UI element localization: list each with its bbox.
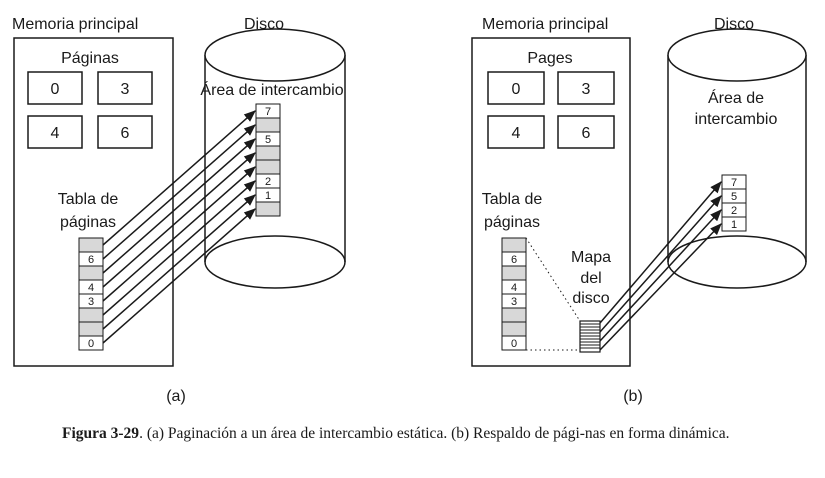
panel-sublabel: (a) xyxy=(166,388,186,405)
swap-arrows xyxy=(102,110,256,344)
page-frame xyxy=(557,71,615,105)
arrow xyxy=(599,223,722,351)
swap-arrows xyxy=(599,181,722,351)
swap-slot xyxy=(721,216,747,232)
swap-slot xyxy=(255,145,281,161)
page-frame-label: 4 xyxy=(51,125,60,142)
swap-slot xyxy=(255,117,281,133)
arrow xyxy=(102,166,256,302)
page-frame-label: 6 xyxy=(582,125,591,142)
disk-map xyxy=(579,320,601,353)
page-frame xyxy=(27,115,83,149)
swap-area-label: Área de intercambio xyxy=(200,80,343,99)
page-table: 6 4 3 0 xyxy=(78,237,104,351)
swap-area: 7 5 2 1 xyxy=(255,103,281,217)
page-table-entry xyxy=(78,307,104,323)
memory-title: Memoria principal xyxy=(482,16,608,33)
figure-caption: Figura 3-29. (a) Paginación a un área de… xyxy=(62,424,782,443)
page-frame xyxy=(487,71,545,105)
swap-slot xyxy=(255,201,281,217)
main-memory-box xyxy=(13,37,174,367)
page-table-label: páginas xyxy=(60,214,116,231)
swap-slot-label: 2 xyxy=(731,205,737,217)
page-table-label: Tabla de xyxy=(58,191,119,208)
panel-a: Memoria principal Disco Páginas 0 3 4 6 … xyxy=(12,16,346,405)
swap-area-label: intercambio xyxy=(695,111,778,128)
page-frame xyxy=(97,71,153,105)
page-table-entry xyxy=(78,321,104,337)
swap-slot-label: 5 xyxy=(265,134,271,146)
swap-area-label: Área de xyxy=(708,88,764,107)
page-table-entry-label: 6 xyxy=(511,254,517,266)
figure-label: Figura 3-29 xyxy=(62,425,140,442)
swap-slot-label: 7 xyxy=(265,106,271,118)
swap-slot-label: 2 xyxy=(265,176,271,188)
arrow xyxy=(102,124,256,260)
arrow xyxy=(599,209,722,342)
page-table-entry xyxy=(501,265,527,281)
arrow xyxy=(102,180,256,316)
arrow xyxy=(102,194,256,330)
page-frame-label: 6 xyxy=(121,125,130,142)
panel-b: Memoria principal Disco Pages 0 3 4 6 Ta… xyxy=(471,16,807,405)
swap-slot-label: 1 xyxy=(731,219,737,231)
page-table-entry-label: 4 xyxy=(511,282,517,294)
swap-area: 7 5 2 1 xyxy=(721,174,747,232)
arrow xyxy=(102,208,256,344)
disk-cylinder xyxy=(667,28,807,289)
disk-map-label: Mapa xyxy=(571,249,611,266)
page-table-entry xyxy=(501,307,527,323)
arrow xyxy=(102,152,256,288)
arrow xyxy=(102,138,256,274)
page-table-entry-label: 6 xyxy=(88,254,94,266)
swap-slot xyxy=(255,159,281,175)
page-frame-label: 3 xyxy=(121,81,130,98)
page-table-entry xyxy=(501,237,527,253)
page-frame xyxy=(557,115,615,149)
arrow xyxy=(599,181,722,324)
page-frame-label: 0 xyxy=(512,81,521,98)
page-table-entry-label: 0 xyxy=(88,338,94,350)
page-table-entry xyxy=(78,265,104,281)
memory-title: Memoria principal xyxy=(12,16,138,33)
page-frame-label: 4 xyxy=(512,125,521,142)
page-frame xyxy=(27,71,83,105)
page-table-entry-label: 3 xyxy=(88,296,94,308)
page-table: 6 4 3 0 xyxy=(501,237,527,351)
pages-label: Páginas xyxy=(61,50,119,67)
caption-text: . (a) Paginación a un área de intercambi… xyxy=(139,425,730,442)
page-table-entry xyxy=(501,335,527,351)
page-frame xyxy=(97,115,153,149)
page-table-entry-label: 0 xyxy=(511,338,517,350)
page-table-label: páginas xyxy=(484,214,540,231)
page-frame-label: 0 xyxy=(51,81,60,98)
main-memory-box xyxy=(471,37,631,367)
disk-map-label: disco xyxy=(572,290,609,307)
arrow xyxy=(102,110,256,246)
page-table-entry xyxy=(501,321,527,337)
page-frame xyxy=(487,115,545,149)
panel-sublabel: (b) xyxy=(623,388,643,405)
page-table-entry-label: 4 xyxy=(88,282,94,294)
pages-label: Pages xyxy=(527,50,572,67)
swap-slot-label: 7 xyxy=(731,177,737,189)
page-table-label: Tabla de xyxy=(482,191,543,208)
swap-slot-label: 5 xyxy=(731,191,737,203)
arrow xyxy=(599,195,722,333)
swap-slot-label: 1 xyxy=(265,190,271,202)
page-frame-label: 3 xyxy=(582,81,591,98)
disk-map-guides xyxy=(525,237,581,351)
disk-map-label: del xyxy=(580,270,601,287)
page-table-entry-label: 3 xyxy=(511,296,517,308)
page-table-entry xyxy=(78,237,104,253)
